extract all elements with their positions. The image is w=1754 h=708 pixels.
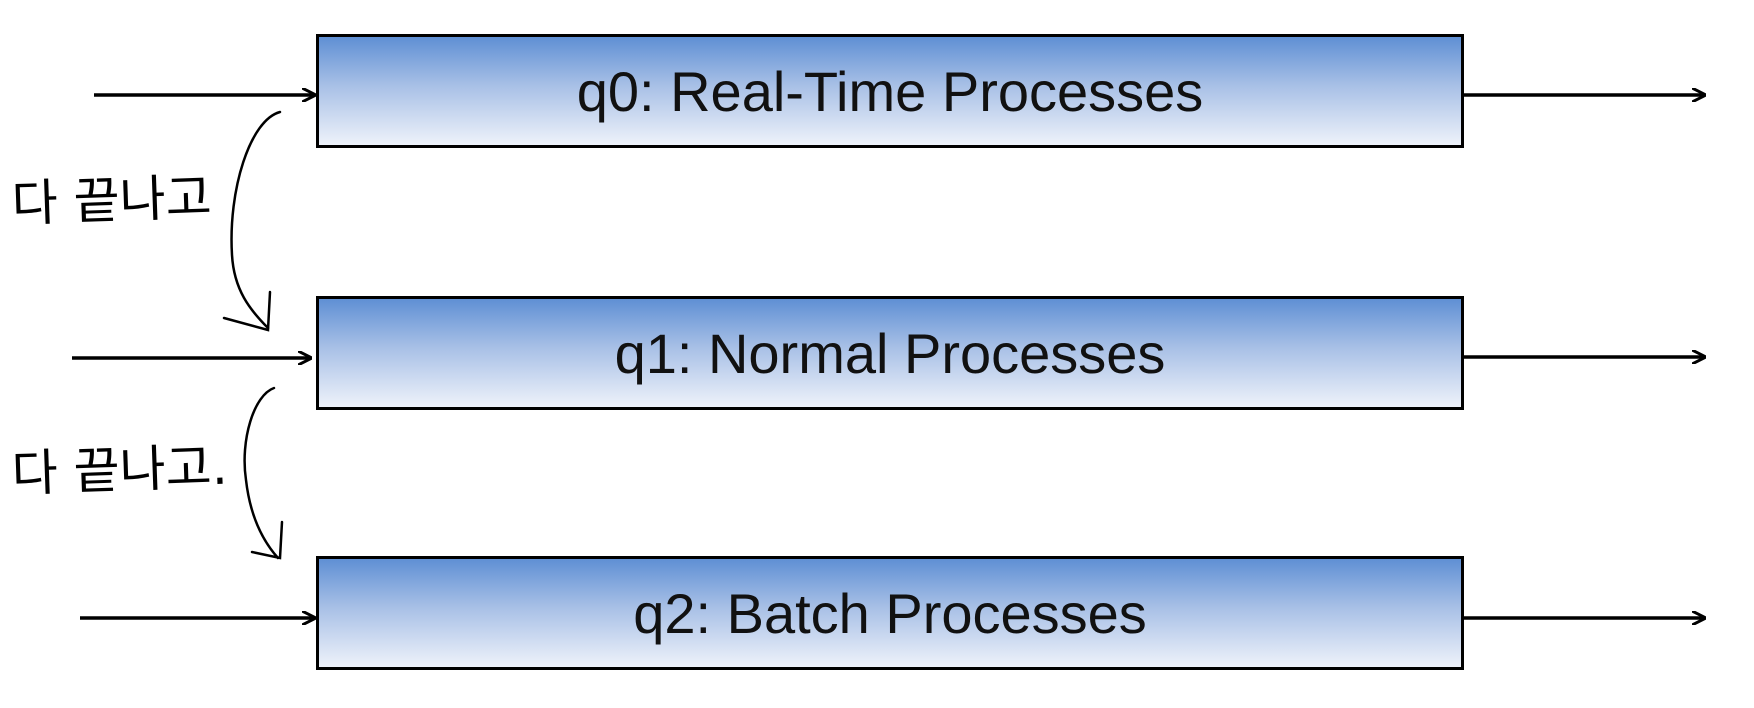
handwritten-note-2: 다 끝나고.: [11, 438, 229, 503]
queue-box-q2: q2: Batch Processes: [316, 556, 1464, 670]
queue-label-q1: q1: Normal Processes: [614, 321, 1166, 385]
queue-label-q0: q0: Real-Time Processes: [576, 59, 1204, 123]
queue-box-q0: q0: Real-Time Processes: [316, 34, 1464, 148]
handwritten-note-1: 다 끝나고: [11, 168, 213, 233]
handwritten-arrow-q1-to-q2: [243, 386, 284, 560]
queue-label-q2: q2: Batch Processes: [633, 581, 1147, 645]
handwritten-arrow-q0-to-q1: [222, 110, 282, 332]
queue-box-q1: q1: Normal Processes: [316, 296, 1464, 410]
